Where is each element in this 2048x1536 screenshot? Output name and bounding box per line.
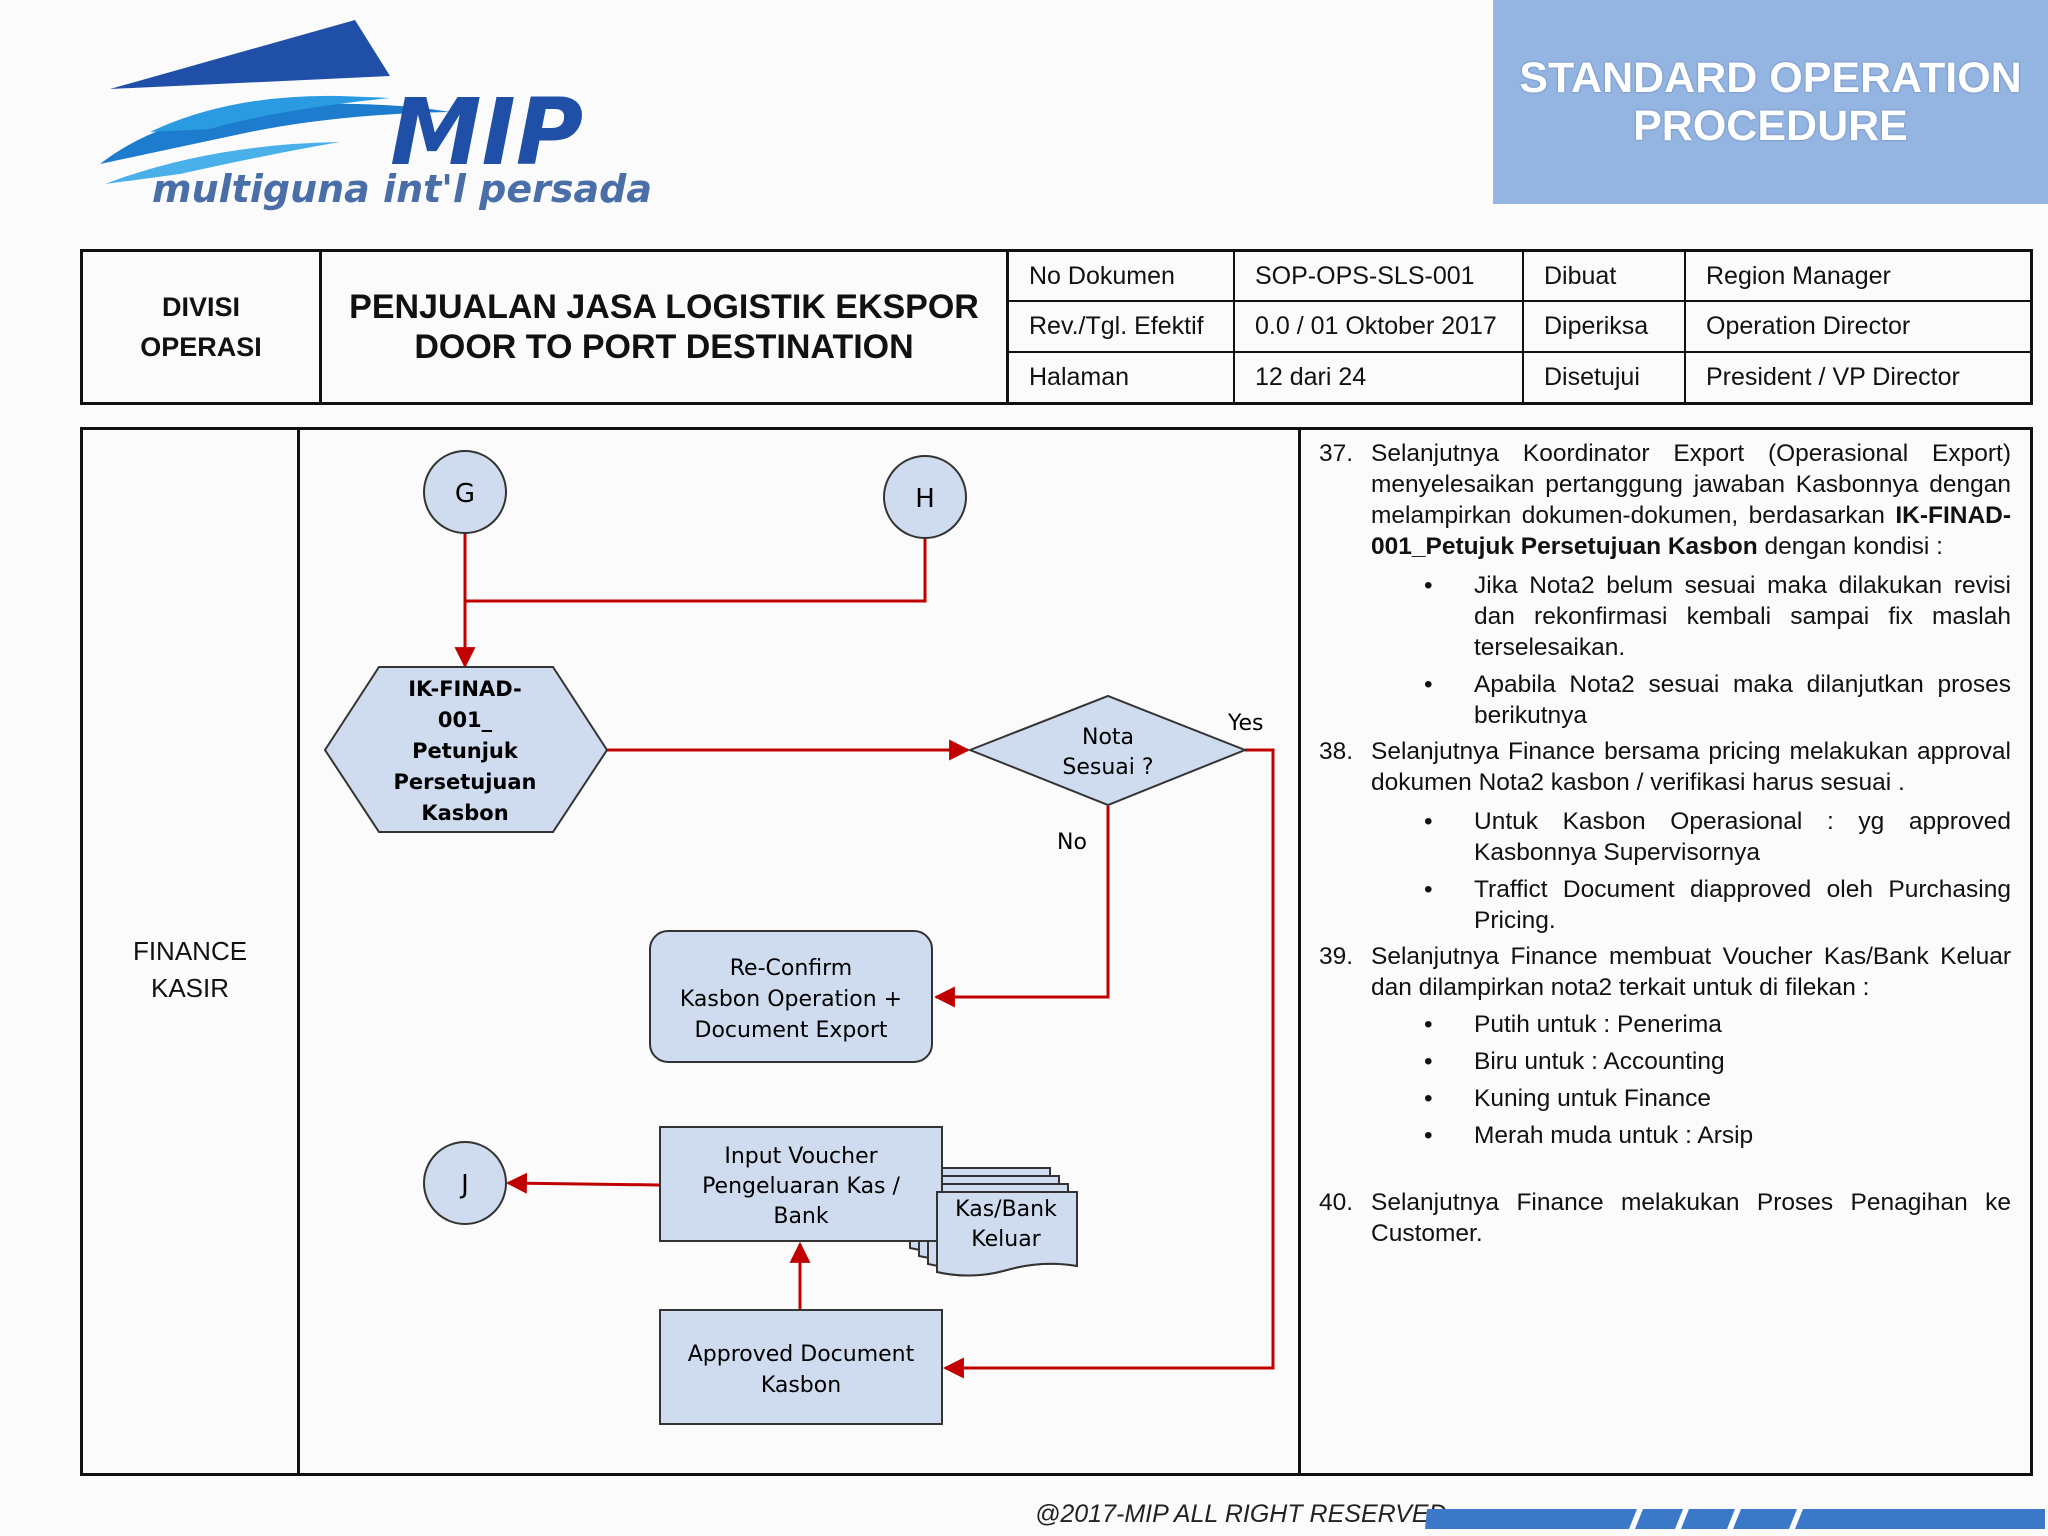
hexagon-text-line: Petunjuk — [412, 739, 519, 763]
step-text: Selanjutnya Finance membuat Voucher Kas/… — [1371, 943, 2011, 1001]
approval-role: Dibuat — [1544, 261, 1617, 290]
meta-value: SOP-OPS-SLS-001 — [1255, 261, 1475, 290]
sop-banner: STANDARD OPERATION PROCEDURE — [1493, 0, 2048, 204]
bullet-item: •Putih untuk : Penerima — [1424, 1011, 1722, 1038]
meta-label: Halaman — [1029, 363, 1130, 391]
voucher-text-line: Pengeluaran Kas / — [702, 1174, 900, 1199]
bullet-item: •Biru untuk : Accounting — [1424, 1048, 1725, 1075]
divisi-value: OPERASI — [140, 332, 262, 362]
connector-j: J — [423, 1141, 507, 1225]
role-line-2: KASIR — [150, 973, 230, 1003]
reconfirm-text-line: Kasbon Operation + — [680, 987, 902, 1012]
bullet-text: Apabila Nota2 sesuai maka dilanjutkan pr… — [1474, 671, 2011, 729]
connector-g-label: G — [455, 479, 475, 509]
bullet-item: •Apabila Nota2 sesuai maka dilanjutkan p… — [1424, 671, 2011, 729]
decision-text-line: Nota — [1082, 725, 1134, 750]
meta-value: 12 dari 24 — [1255, 363, 1367, 391]
voucher-text-line: Bank — [773, 1204, 829, 1229]
line-decision-no — [933, 806, 1110, 1008]
step-number: 40. — [1319, 1189, 1354, 1216]
document-title-line-1: PENJUALAN JASA LOGISTIK EKSPOR — [349, 288, 979, 326]
step-text-tail: dengan kondisi : — [1757, 533, 1943, 560]
voucher-text-line: Input Voucher — [724, 1144, 878, 1169]
swimlane-role: FINANCE KASIR — [83, 933, 297, 1007]
meta-label: Rev./Tgl. Efektif — [1029, 312, 1204, 340]
kas-bank-text-front: Kas/Bank — [955, 1197, 1057, 1222]
banner-line-1: STANDARD OPERATION — [1519, 54, 2022, 102]
connector-j-label: J — [459, 1170, 469, 1200]
step-number: 38. — [1319, 738, 1354, 765]
divisi-label: DIVISI — [161, 292, 241, 322]
step-38: 38. Selanjutnya Finance bersama pricing … — [1316, 736, 2011, 798]
kas-bank-text-front: Keluar — [971, 1227, 1041, 1252]
connector-h: H — [883, 455, 967, 539]
reconfirm-text-line: Document Export — [695, 1018, 888, 1043]
bullet-text: Merah muda untuk : Arsip — [1474, 1122, 1754, 1149]
step-39: 39. Selanjutnya Finance membuat Voucher … — [1316, 941, 2011, 1003]
bullet-text: Biru untuk : Accounting — [1474, 1048, 1725, 1075]
reconfirm-text-line: Re-Confirm — [730, 956, 852, 981]
bullet-item: •Merah muda untuk : Arsip — [1424, 1122, 1754, 1149]
decision-nota-sesuai: Nota Sesuai ? — [967, 694, 1248, 807]
bullet-text: Kuning untuk Finance — [1474, 1085, 1711, 1112]
approved-document-box: Approved Document Kasbon — [659, 1309, 943, 1425]
bullet-item: •Jika Nota2 belum sesuai maka dilakukan … — [1424, 572, 2011, 661]
kas-bank-front — [936, 1191, 1078, 1277]
copyright-footer: @2017-MIP ALL RIGHT RESERVED — [1035, 1500, 1447, 1528]
meta-label: No Dokumen — [1029, 261, 1175, 290]
footer-stripes — [1425, 1505, 2045, 1531]
approved-text-line: Approved Document — [688, 1342, 915, 1367]
banner-line-2: PROCEDURE — [1633, 102, 1908, 150]
line-h-to-merge — [465, 533, 927, 603]
step-text: Selanjutnya Finance melakukan Proses Pen… — [1371, 1189, 2011, 1247]
bullet-item: •Traffict Document diapproved oleh Purch… — [1424, 876, 2011, 934]
procedure-steps: 37. Selanjutnya Koordinator Export (Oper… — [1316, 438, 2011, 1249]
divisi-cell: DIVISI OPERASI — [83, 252, 319, 402]
hexagon-text-line: Kasbon — [421, 801, 508, 825]
bullet-item: •Kuning untuk Finance — [1424, 1085, 1711, 1112]
logo-tagline: multiguna int'l persada — [152, 167, 652, 211]
step-40: 40. Selanjutnya Finance melakukan Proses… — [1316, 1187, 2011, 1249]
line-voucher-to-j — [505, 1172, 660, 1194]
logo-brand: MIP — [390, 79, 583, 186]
hexagon-text-line: 001_ — [438, 708, 493, 732]
yes-label: Yes — [1227, 711, 1264, 736]
hexagon-text-line: IK-FINAD- — [408, 677, 522, 701]
approval-person: Region Manager — [1706, 261, 1891, 290]
approval-person: Operation Director — [1706, 312, 1911, 340]
bullet-text: Untuk Kasbon Operasional : yg approved K… — [1474, 808, 2011, 866]
step-text: Selanjutnya Finance bersama pricing mela… — [1371, 738, 2011, 796]
bullet-item: •Untuk Kasbon Operasional : yg approved … — [1424, 808, 2011, 866]
connector-h-label: H — [915, 484, 935, 514]
document-title-line-2: DOOR TO PORT DESTINATION — [414, 328, 914, 366]
approval-role: Disetujui — [1544, 363, 1640, 391]
approval-person: President / VP Director — [1706, 363, 1960, 391]
step-number: 39. — [1319, 943, 1354, 970]
input-voucher-box: Input Voucher Pengeluaran Kas / Bank — [659, 1126, 943, 1242]
approval-role: Diperiksa — [1544, 312, 1649, 340]
document-title: PENJUALAN JASA LOGISTIK EKSPOR DOOR TO P… — [322, 252, 1006, 402]
step-37: 37. Selanjutnya Koordinator Export (Oper… — [1316, 438, 2011, 562]
reconfirm-box: Re-Confirm Kasbon Operation + Document E… — [649, 930, 933, 1063]
decision-text-line: Sesuai ? — [1062, 755, 1153, 780]
hexagon-ik-finad: IK-FINAD- 001_ Petunjuk Persetujuan Kasb… — [323, 666, 609, 833]
step-reference: IK-FINAD-001_Petujuk Persetujuan Kasbon — [1371, 502, 2011, 560]
flowchart: G H J IK-FINAD- 001_ Petunjuk Persetujua… — [300, 430, 1298, 1473]
bullet-text: Traffict Document diapproved oleh Purcha… — [1474, 876, 2011, 934]
bullet-text: Putih untuk : Penerima — [1474, 1011, 1722, 1038]
hexagon-text-line: Persetujuan — [394, 770, 537, 794]
approved-text-line: Kasbon — [761, 1373, 841, 1398]
connector-g: G — [423, 450, 507, 534]
company-logo: MIP multiguna int'l persada — [90, 14, 652, 224]
line-decision-yes — [942, 748, 1275, 1379]
bullet-text: Jika Nota2 belum sesuai maka dilakukan r… — [1474, 572, 2011, 661]
step-text: Selanjutnya Koordinator Export (Operasio… — [1371, 440, 2011, 529]
role-line-1: FINANCE — [132, 936, 248, 966]
meta-value: 0.0 / 01 Oktober 2017 — [1255, 312, 1497, 340]
no-label: No — [1057, 830, 1087, 855]
step-number: 37. — [1319, 440, 1354, 467]
